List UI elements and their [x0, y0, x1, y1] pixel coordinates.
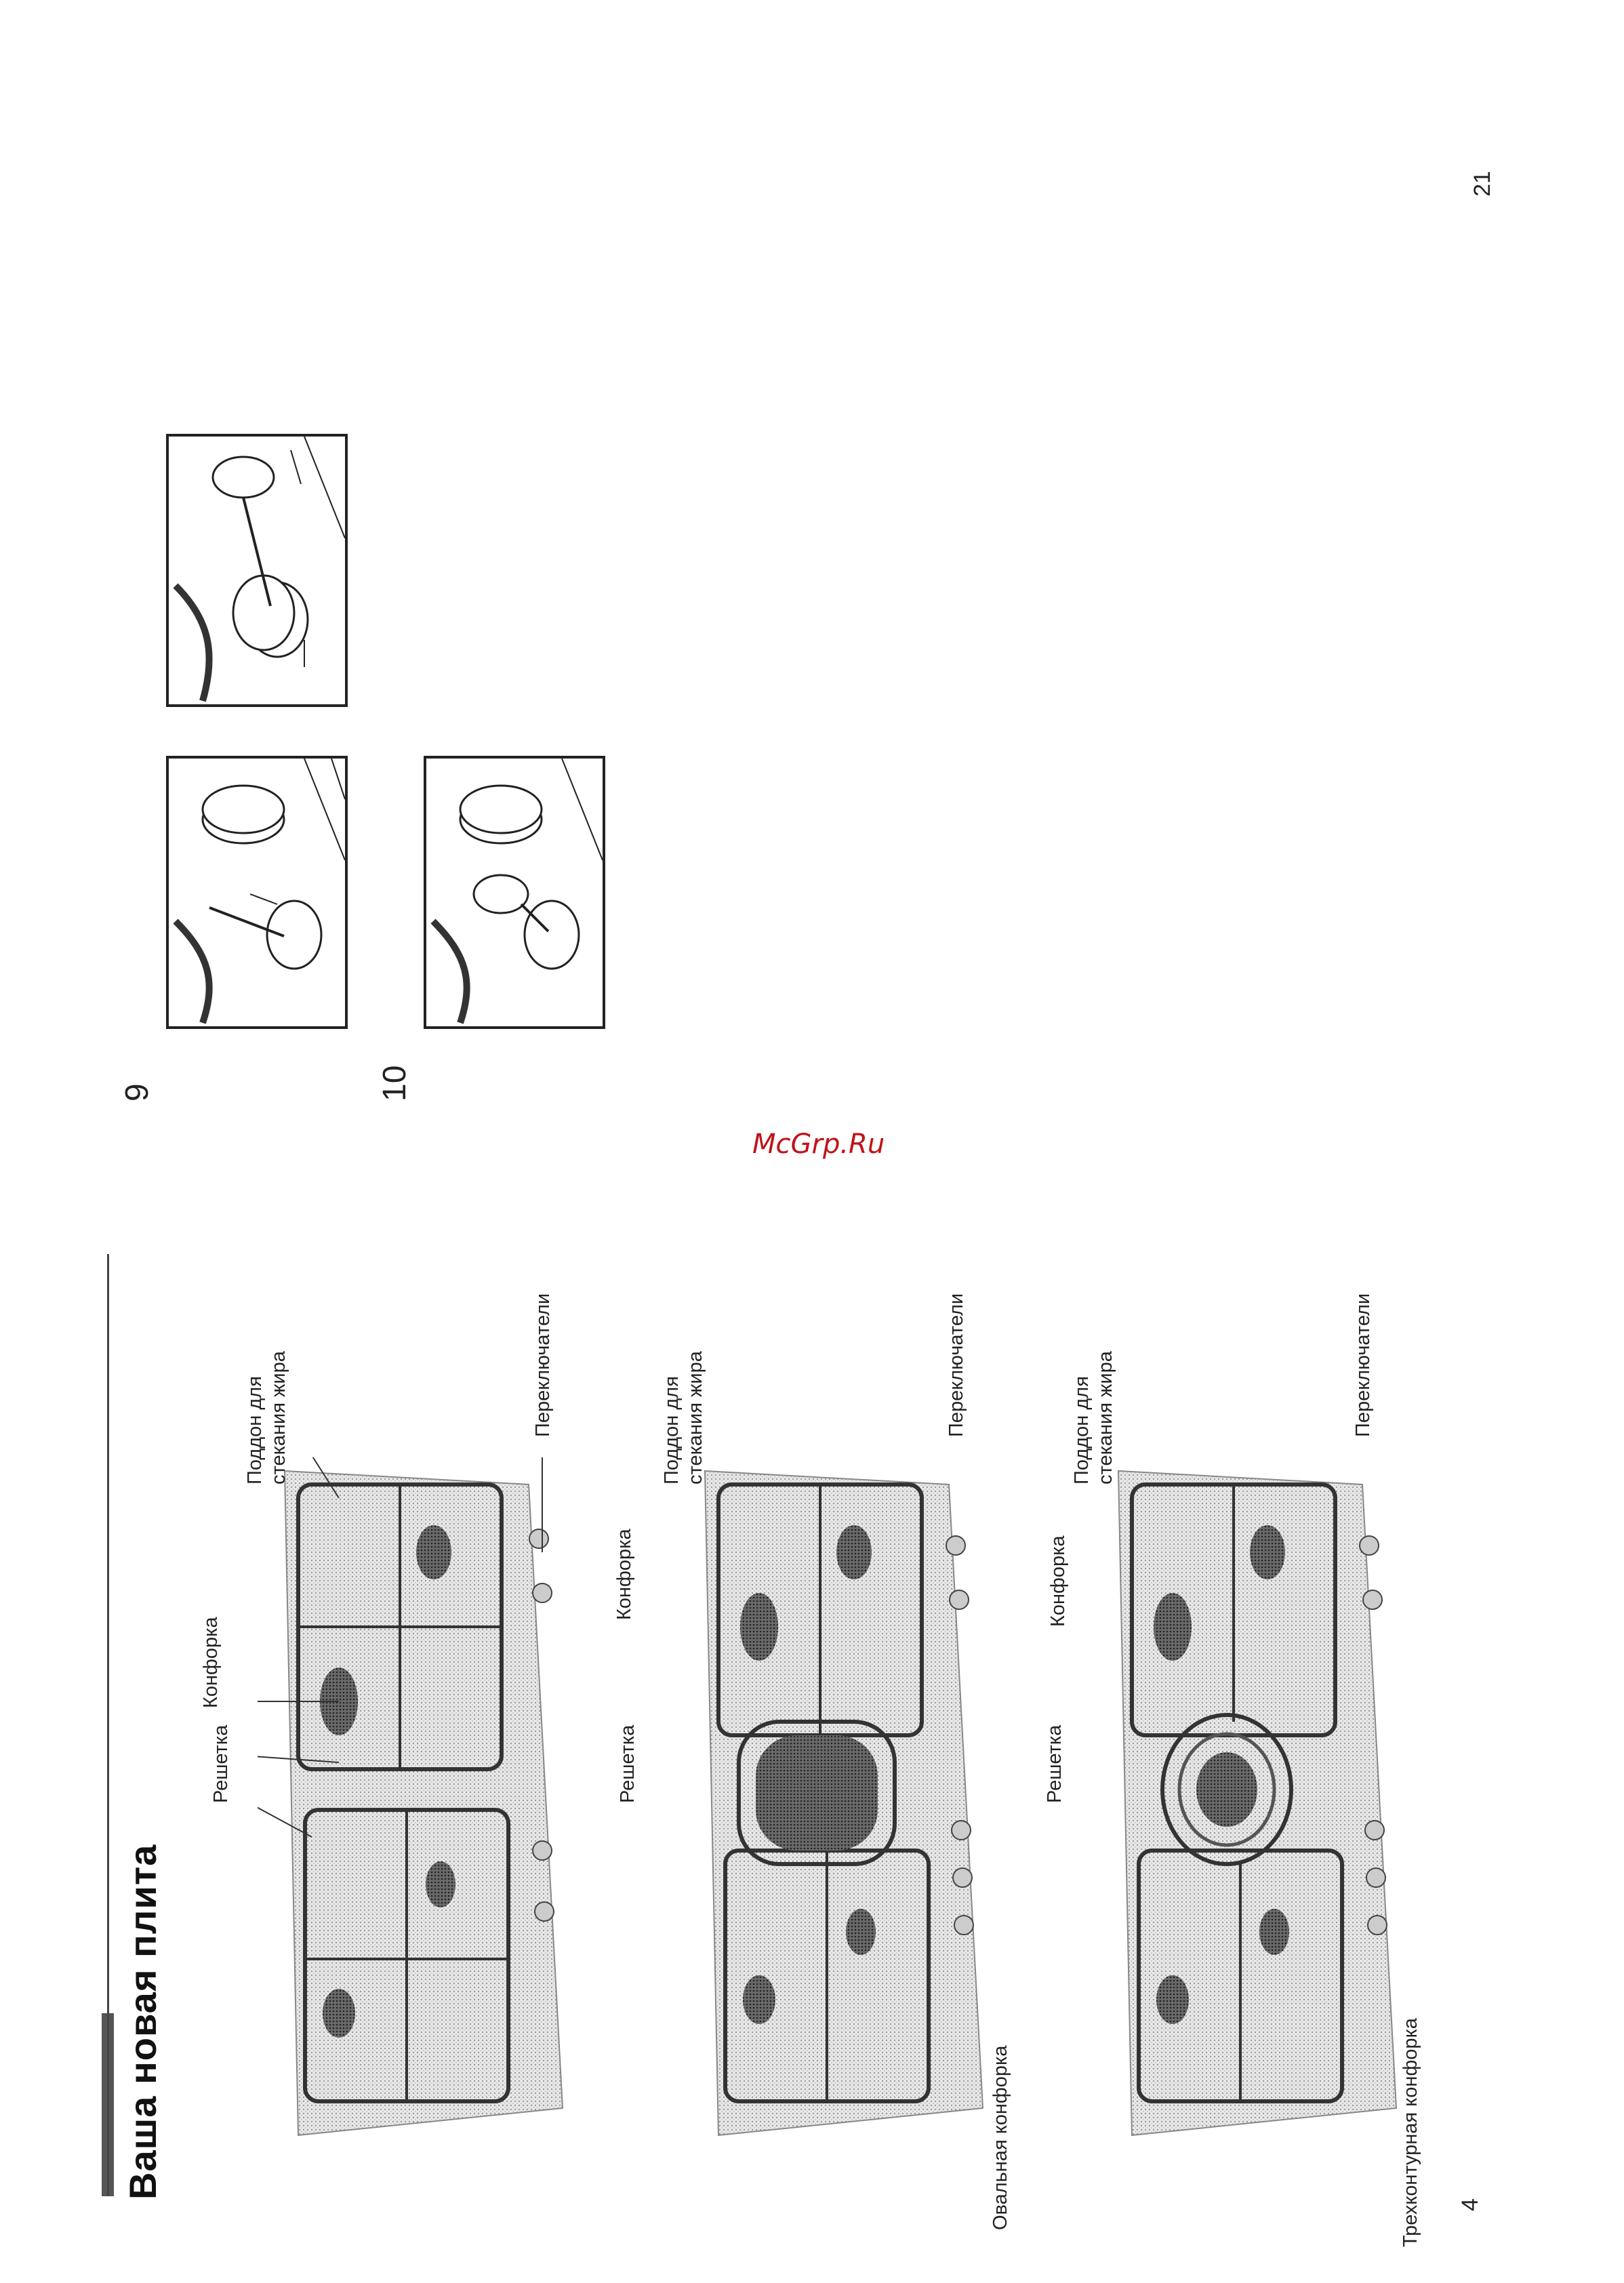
burner-icon [846, 1909, 876, 1955]
figure-9-panel-b [166, 434, 348, 707]
triple-burner-icon [1196, 1752, 1257, 1827]
label-drip-tray-2: стекания жира [685, 1351, 707, 1484]
burner-icon [740, 1593, 778, 1661]
burner-icon [1156, 1975, 1189, 2024]
hob-oval-diagram [678, 1457, 996, 2223]
label-knobs: Переключатели [946, 1293, 968, 1437]
label-burner: Конфорка [613, 1529, 636, 1620]
hand-icon [213, 457, 274, 498]
figure-10-panel [424, 756, 605, 1029]
page-title: Ваша новая плита [121, 1844, 165, 2200]
label-burner: Конфорка [200, 1617, 222, 1708]
burner-icon [743, 1975, 775, 2024]
figure-9-number: 9 [119, 1083, 156, 1102]
label-oval-burner: Овальная конфорка [990, 2046, 1012, 2230]
figure-10-number: 10 [376, 1066, 413, 1102]
burner-icon [1154, 1593, 1192, 1661]
label-knobs: Переключатели [532, 1293, 554, 1437]
burner-icon [1259, 1909, 1289, 1955]
oval-burner-icon [756, 1735, 878, 1851]
label-drip-tray-1: Поддон для [661, 1376, 683, 1484]
hob-triple-diagram [1091, 1457, 1410, 2223]
label-drip-tray-1: Поддон для [244, 1376, 266, 1484]
label-knobs: Переключатели [1352, 1293, 1375, 1437]
label-grid: Решетка [210, 1725, 232, 1803]
burner-icon [1250, 1525, 1285, 1579]
label-grid: Решетка [1044, 1725, 1066, 1803]
burner-icon [416, 1525, 451, 1579]
right-page-number: 21 [1469, 171, 1496, 197]
label-drip-tray-2: стекания жира [1095, 1351, 1117, 1484]
screwdriver-handle-icon [474, 875, 528, 913]
label-triple-burner: Трехконтурная конфорка [1400, 2018, 1422, 2247]
watermark: McGrp.Ru [752, 1129, 885, 1160]
burner-icon [836, 1525, 872, 1579]
burner-base-icon [267, 901, 321, 969]
burner-icon [323, 1989, 355, 2038]
label-burner: Конфорка [1047, 1535, 1070, 1627]
figure-9-panel-a [166, 756, 348, 1029]
burner-icon [426, 1861, 455, 1907]
header-rule [107, 1254, 109, 2196]
label-grid: Решетка [617, 1725, 639, 1803]
hob-standard-diagram [258, 1457, 576, 2223]
label-drip-tray-2: стекания жира [268, 1351, 290, 1484]
burner-base-icon [525, 901, 579, 969]
label-drip-tray-1: Поддон для [1071, 1376, 1093, 1484]
left-page-number: 4 [1457, 2198, 1484, 2211]
